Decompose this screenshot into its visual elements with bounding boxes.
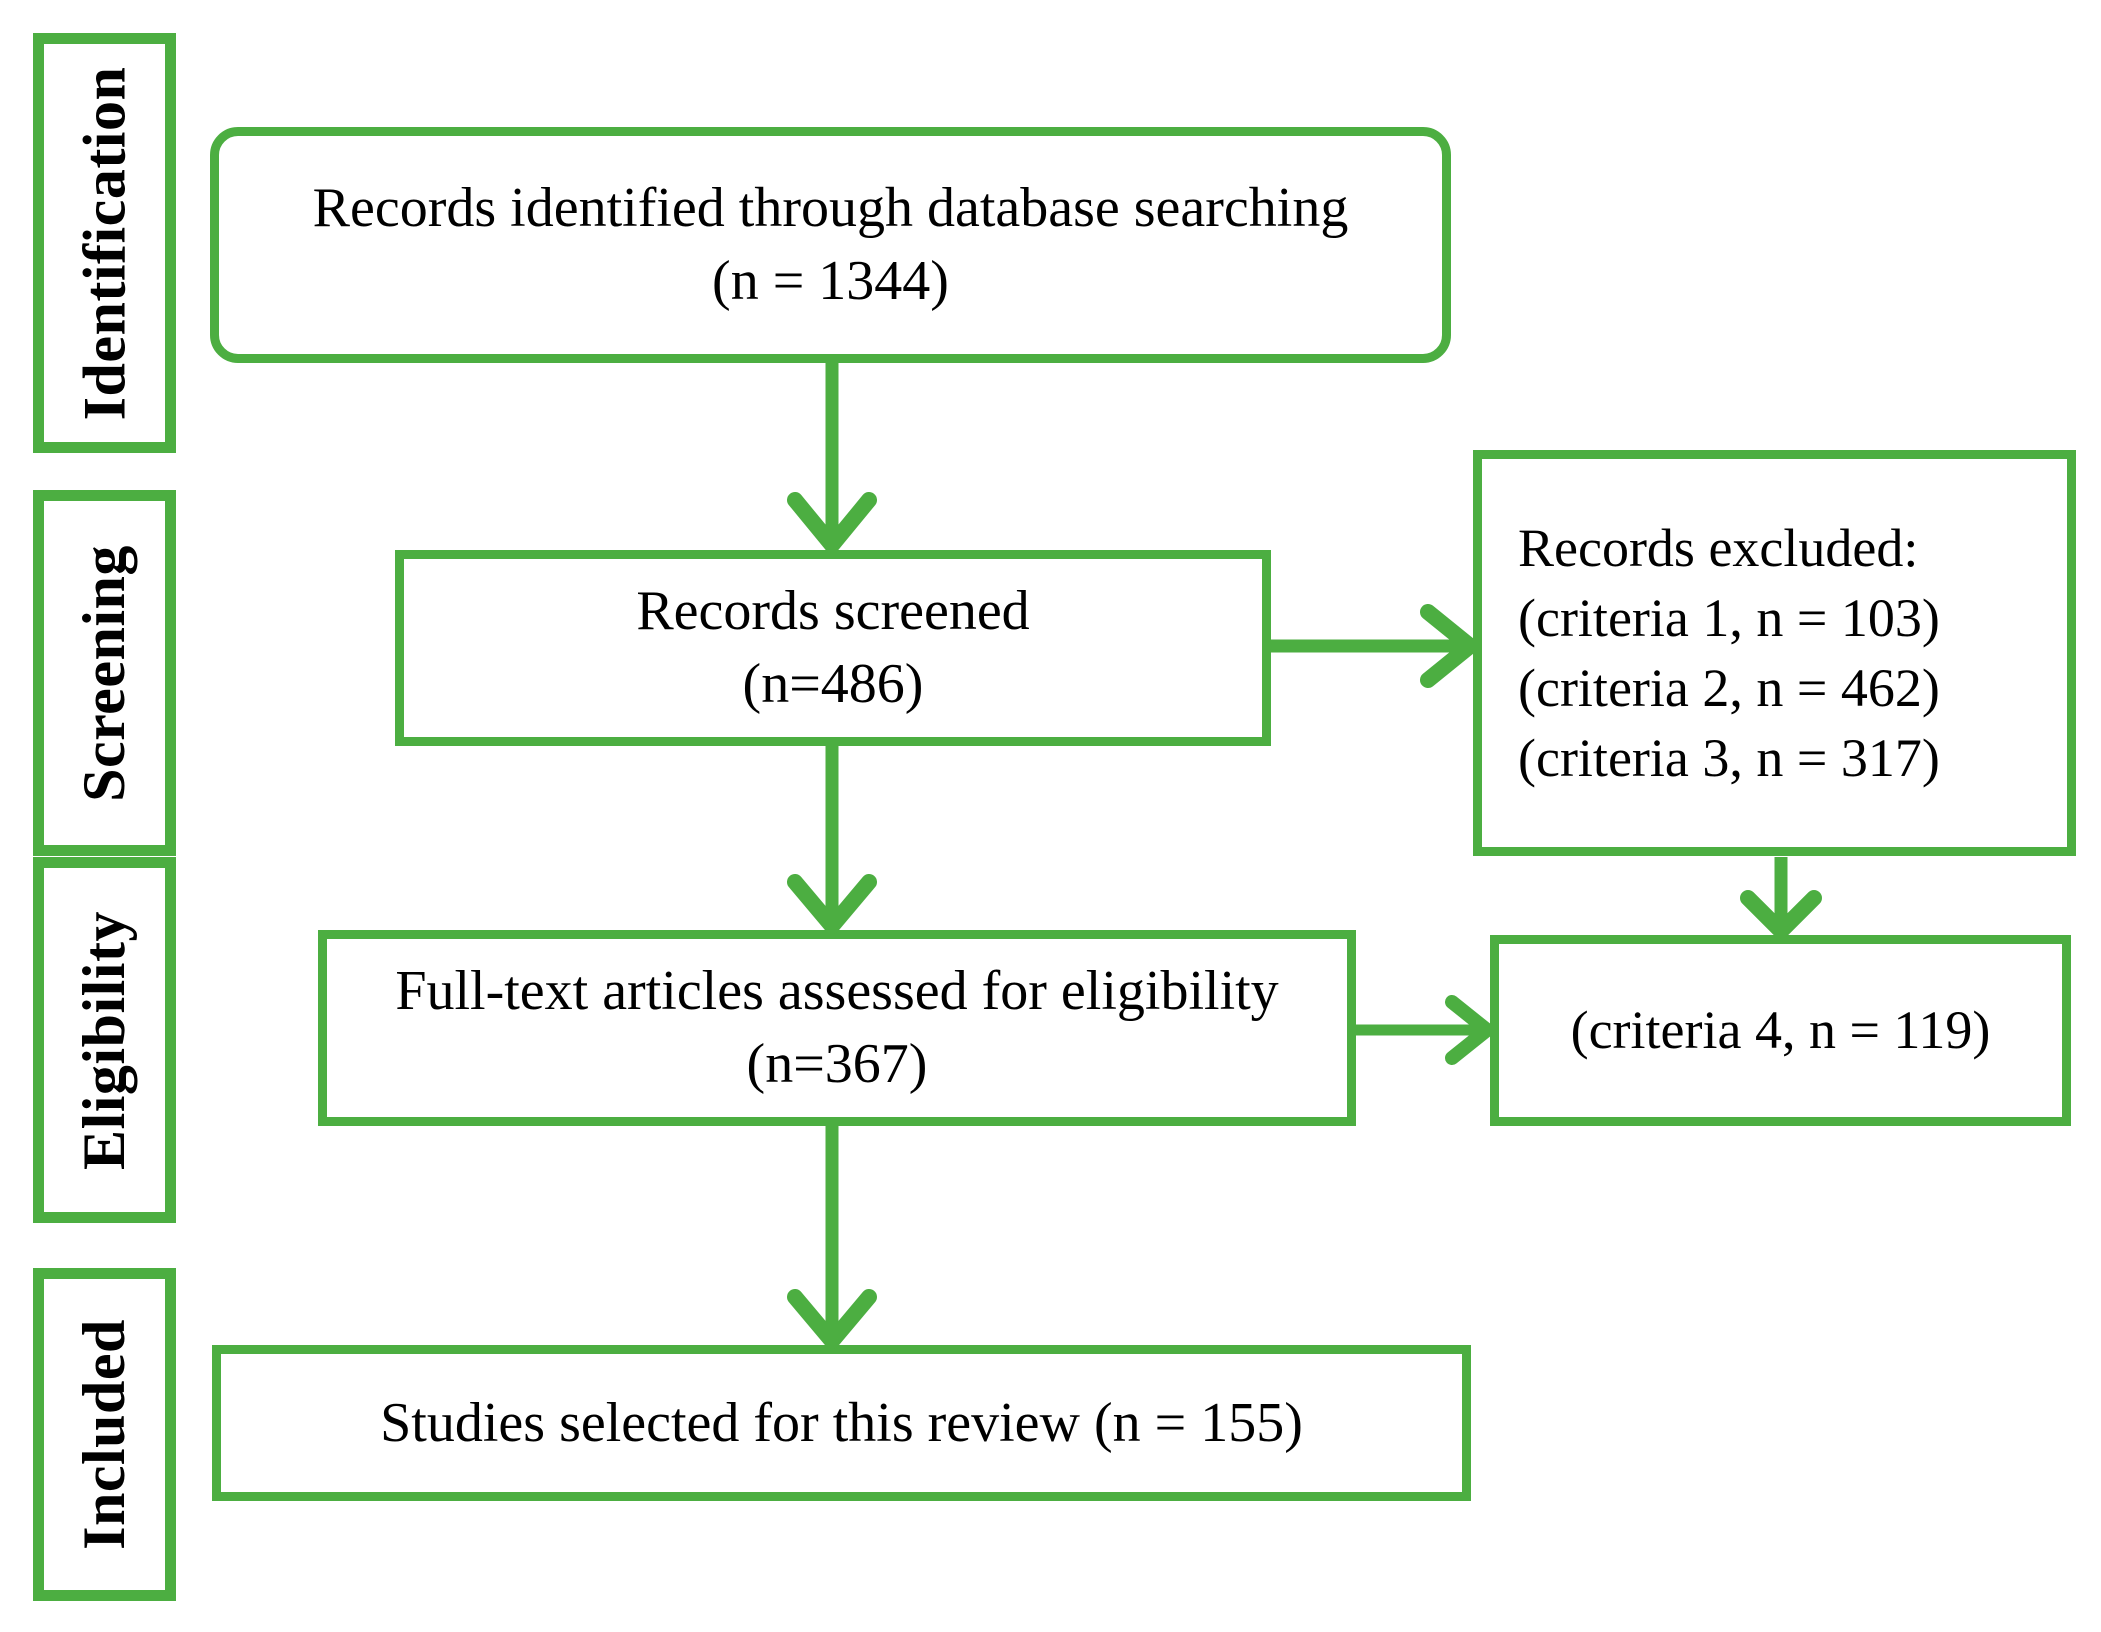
stage-label-screening: Screening — [71, 544, 137, 802]
node-text-line: (n = 1344) — [712, 250, 949, 312]
node-studies-selected: Studies selected for this review (n = 15… — [212, 1345, 1471, 1501]
node-text-line: Records excluded: — [1518, 517, 1919, 578]
node-text-line: Full-text articles assessed for eligibil… — [395, 960, 1279, 1023]
node-text-line: (criteria 2, n = 462) — [1518, 658, 1940, 718]
stage-rotation-wrapper: Included — [44, 1279, 165, 1590]
stage-box-screening: Screening — [33, 490, 176, 856]
stage-label-included: Included — [71, 1319, 138, 1550]
node-text-line: (criteria 3, n = 317) — [1518, 728, 1940, 789]
node-text-line: Records identified through database sear… — [312, 177, 1349, 240]
stage-label-eligibility: Eligibility — [71, 910, 138, 1170]
stage-rotation-wrapper: Eligibility — [44, 868, 165, 1212]
node-text-line: Records screened — [636, 580, 1030, 643]
node-text-line: (criteria 1, n = 103) — [1518, 587, 1940, 648]
node-text-line: (n=486) — [742, 653, 924, 715]
node-text: Records screened (n=486) — [636, 575, 1029, 721]
node-text: (criteria 4, n = 119) — [1571, 995, 1991, 1065]
node-text-line: Studies selected for this review (n = 15… — [380, 1391, 1303, 1454]
node-text: Records identified through database sear… — [313, 172, 1349, 318]
stage-rotation-wrapper: Screening — [44, 501, 165, 845]
node-text-line: (n=367) — [746, 1033, 928, 1095]
stage-box-included: Included — [33, 1268, 176, 1601]
node-fulltext-assessed: Full-text articles assessed for eligibil… — [318, 930, 1356, 1126]
stage-box-identification: Identification — [33, 33, 176, 453]
node-text: Studies selected for this review (n = 15… — [380, 1387, 1303, 1460]
arrowhead-chevron-down — [787, 492, 877, 553]
arrowhead-chevron-down — [787, 874, 877, 934]
node-records-excluded: Records excluded: (criteria 1, n = 103) … — [1473, 450, 2076, 856]
arrowhead-chevron-down — [787, 1289, 877, 1349]
node-records-identified: Records identified through database sear… — [210, 127, 1451, 363]
node-text-line: (criteria 4, n = 119) — [1570, 1000, 1991, 1061]
arrowhead-chevron-right — [1445, 995, 1494, 1065]
node-text: Full-text articles assessed for eligibil… — [395, 955, 1278, 1101]
stage-label-identification: Identification — [71, 66, 138, 420]
arrowhead-chevron-right — [1420, 604, 1478, 688]
node-criteria-4-excluded: (criteria 4, n = 119) — [1490, 935, 2071, 1126]
node-records-screened: Records screened (n=486) — [395, 550, 1271, 746]
node-text: Records excluded: (criteria 1, n = 103) … — [1518, 513, 1940, 794]
arrowhead-chevron-down — [1740, 890, 1822, 939]
stage-box-eligibility: Eligibility — [33, 857, 176, 1223]
stage-rotation-wrapper: Identification — [44, 44, 165, 442]
